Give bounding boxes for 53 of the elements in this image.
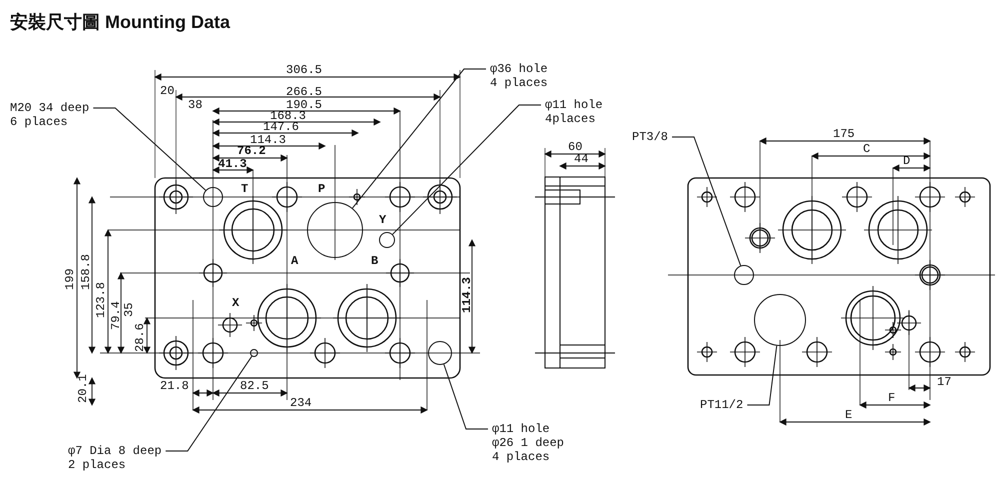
dimension-value: 44 — [574, 153, 588, 166]
dimension-value: 21.8 — [160, 380, 189, 393]
dimension-value: 28.6 — [134, 323, 147, 352]
dimension-value: 234 — [290, 397, 312, 410]
dimension-value: C — [863, 143, 870, 156]
dimension-value: 38 — [188, 99, 202, 112]
dimension-value: 114.3 — [250, 134, 286, 147]
port-letter: Y — [379, 214, 386, 227]
port-letter: B — [371, 255, 378, 268]
dimension-value: 306.5 — [286, 64, 322, 77]
hole — [379, 232, 395, 248]
callout-note: M20 34 deep 6 places — [10, 101, 94, 129]
dimension-value: 20.1 — [77, 374, 90, 403]
dimension-value: 60 — [568, 141, 582, 154]
hole — [428, 341, 452, 365]
port-letter: T — [241, 183, 248, 196]
leader-line — [443, 364, 488, 430]
dimension-value: 41.3 — [218, 158, 247, 171]
diagram-title: 安裝尺寸圖 Mounting Data — [10, 11, 230, 34]
port-letter: X — [232, 297, 240, 310]
port-letter: P — [318, 183, 326, 196]
hole — [250, 349, 258, 357]
dimension-value: 199 — [64, 268, 77, 290]
leader-line — [672, 136, 742, 266]
dimension-value: 266.5 — [286, 86, 322, 99]
callout-note: φ11 hole 4places — [545, 98, 611, 126]
dimension-value: 35 — [123, 302, 136, 317]
hole — [734, 265, 754, 285]
leader-line — [92, 108, 206, 191]
dimension-value: E — [845, 409, 852, 422]
callout-note: PT3/8 — [632, 130, 682, 144]
hole — [754, 294, 806, 346]
dimension-value: 175 — [833, 128, 855, 141]
leader-line — [746, 345, 778, 406]
dimension-value: 79.4 — [110, 301, 123, 330]
port-letter: A — [291, 255, 298, 268]
dimension-value: 20 — [160, 85, 174, 98]
leader-line — [352, 68, 486, 209]
leader-line — [392, 104, 542, 235]
callout-note: φ7 Dia 8 deep 2 places — [68, 444, 168, 472]
dimension-value: F — [888, 392, 896, 405]
dimension-value: 123.8 — [95, 282, 108, 318]
leader-line — [165, 356, 252, 452]
callout-note: φ36 hole 4 places — [490, 62, 560, 90]
callout-note: PT11/2 — [700, 398, 752, 412]
hole — [203, 187, 223, 207]
dimension-value: 82.5 — [240, 380, 269, 393]
callout-note: φ11 hole φ26 1 deep 4 places — [492, 422, 572, 464]
dimension-value: 114.3 — [461, 276, 474, 313]
hole — [307, 202, 363, 258]
dimension-value: 17 — [937, 376, 952, 389]
dimension-value: 190.5 — [286, 99, 322, 112]
dimension-value: 158.8 — [80, 254, 93, 290]
